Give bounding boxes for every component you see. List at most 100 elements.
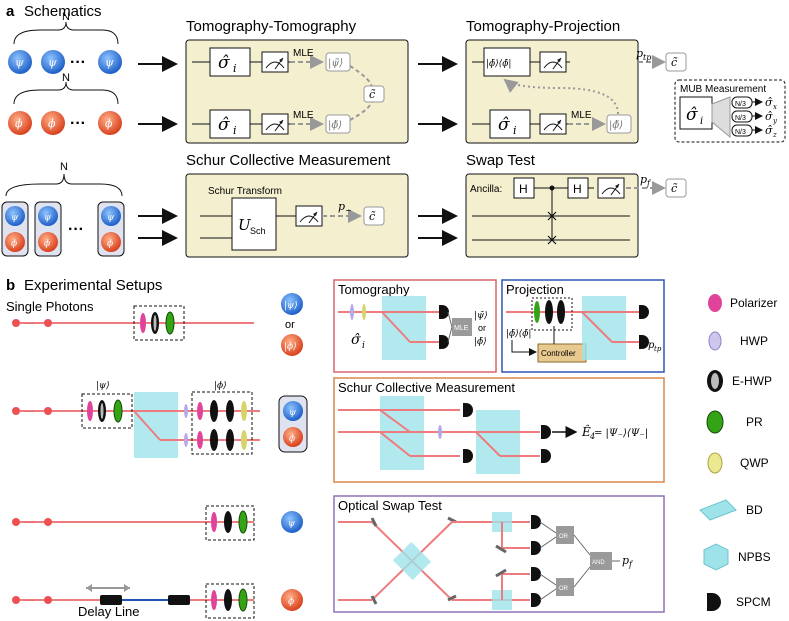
- n-third: N/3: [735, 101, 746, 108]
- delay-line-label: Delay Line: [78, 604, 139, 619]
- c-estimate: c̃: [369, 88, 376, 101]
- photon-phi: [98, 111, 122, 135]
- n-label-top: N: [62, 11, 70, 23]
- and-gate: AND: [592, 560, 605, 566]
- svg-text:···: ···: [24, 517, 34, 528]
- psi-symbol: ψ: [289, 408, 297, 418]
- phi-symbol: ϕ: [44, 239, 50, 249]
- setup-row-1: ··· |ψ⟩ or |ϕ⟩: [12, 293, 303, 356]
- photon-group-phi-top: N ϕ ϕ ϕ ···: [8, 72, 122, 135]
- pr-icon: [706, 410, 724, 434]
- projection-setup-title: Projection: [506, 282, 564, 297]
- swap-setup-box: Optical Swap Test OR OR AND: [333, 495, 665, 613]
- sigma-x: σ̂: [765, 96, 773, 109]
- e4-projector: = |Ψ₋⟩⟨Ψ₋|: [594, 428, 648, 439]
- svg-text:···: ···: [24, 406, 34, 417]
- bd-icon: [699, 499, 737, 521]
- projector: |ϕ̃⟩⟨ϕ̃|: [486, 58, 511, 69]
- phi-symbol: ϕ: [288, 597, 294, 607]
- meter-icon: [539, 51, 567, 73]
- psi-symbol: ψ: [107, 213, 115, 223]
- phi-symbol: ϕ: [289, 434, 295, 444]
- hadamard: H: [573, 182, 582, 196]
- legend-label: Polarizer: [730, 296, 777, 310]
- ellipsis: ···: [70, 115, 86, 132]
- meter-icon: [261, 51, 289, 73]
- photon-psi: [41, 50, 65, 74]
- tp-title: Tomography-Projection: [466, 18, 620, 35]
- u-sch-sub: Sch: [250, 226, 266, 236]
- c-output-box: [363, 85, 385, 103]
- hadamard: H: [519, 182, 528, 196]
- sigma-z: σ̂: [765, 124, 773, 137]
- hwp-icon: [708, 331, 722, 351]
- n-third: N/3: [735, 129, 746, 136]
- npbs-icon: [703, 543, 729, 571]
- psi-symbol: ψ: [15, 56, 24, 69]
- legend-label: BD: [746, 503, 763, 517]
- tomography-setup-box: Tomography σ̂ i MLE |ψ̃⟩ or |ϕ̃⟩: [333, 279, 497, 373]
- or-label: or: [478, 323, 486, 333]
- n-label-bottom: N: [60, 161, 68, 173]
- phi-estimate: |ϕ̃⟩: [328, 120, 342, 131]
- or-gate: OR: [559, 586, 569, 592]
- setup-row-2: ··· |ψ⟩ |ϕ⟩ ψ ϕ: [12, 381, 308, 458]
- photon-phi: [41, 111, 65, 135]
- legend-label: PR: [746, 415, 763, 429]
- mle-label: MLE: [293, 48, 314, 59]
- swap-box: Ancilla: H H: [465, 173, 639, 258]
- p-tp-label: p: [636, 47, 643, 60]
- single-photons-label: Single Photons: [6, 299, 94, 314]
- panel-b-letter: b: [6, 277, 15, 294]
- schur-setup-box: Schur Collective Measurement Ê 4 = |Ψ₋⟩⟨…: [333, 377, 665, 483]
- e4-sub: 4: [589, 432, 595, 441]
- sigma-subscript: i: [362, 341, 365, 351]
- or-label: or: [285, 319, 295, 331]
- mub-title: MUB Measurement: [680, 84, 766, 95]
- mub-measurement-box: MUB Measurement σ̂ i N/3 N/3 N/3 σ̂ x σ̂…: [674, 79, 786, 143]
- schur-box: Schur Transform U Sch p − c̃: [185, 173, 409, 258]
- c-estimate: c̃: [671, 182, 678, 195]
- legend: Polarizer HWP E-HWP PR QWP BD NPBS SPCM: [699, 294, 777, 611]
- phi-estimate: |ϕ̃⟩: [474, 336, 487, 347]
- ket-phi: |ϕ⟩: [284, 342, 297, 352]
- c-estimate: c̃: [369, 210, 376, 223]
- swap-title: Swap Test: [466, 152, 536, 169]
- p-f-sub: f: [646, 179, 652, 188]
- phi-symbol: ϕ: [15, 117, 23, 130]
- meter-icon: [597, 177, 625, 199]
- photon-psi: [8, 50, 32, 74]
- sigma-subscript: i: [233, 62, 237, 75]
- panel-a-letter: a: [6, 3, 15, 20]
- sigma-subscript: i: [513, 124, 517, 137]
- n-third: N/3: [735, 115, 746, 122]
- sigma-operator: σ̂: [498, 115, 510, 135]
- legend-label: HWP: [740, 334, 768, 348]
- projector: |ϕ̃⟩⟨ϕ̃|: [506, 328, 531, 339]
- or-gate: OR: [559, 534, 569, 540]
- sigma-subscript: i: [700, 116, 703, 127]
- p-f-sub: f: [628, 560, 634, 569]
- phi-symbol: ϕ: [105, 117, 113, 130]
- sigma-y: σ̂: [765, 110, 773, 123]
- ellipsis: ···: [70, 54, 86, 71]
- sigma-y-sub: y: [772, 117, 778, 125]
- legend-label: NPBS: [738, 550, 771, 564]
- swap-setup-title: Optical Swap Test: [338, 498, 442, 513]
- mle-box: MLE: [454, 325, 469, 332]
- svg-text:···: ···: [24, 595, 34, 606]
- p-f-label: p: [640, 173, 647, 186]
- tt-title: Tomography-Tomography: [186, 18, 357, 35]
- photon-pair-group: N ψ ψ ψ ϕ ϕ ϕ ···: [1, 161, 125, 257]
- panel-b-title: Experimental Setups: [24, 277, 162, 294]
- tt-box: σ̂ i σ̂ i MLE MLE |ψ̃⟩ |ϕ̃⟩: [185, 39, 409, 144]
- photon-psi: [98, 50, 122, 74]
- ellipsis: ···: [68, 221, 84, 238]
- projection-setup-box: Projection |ϕ̃⟩⟨ϕ̃| Controller p tp: [501, 279, 665, 373]
- phi-estimate: |ϕ̃⟩: [609, 120, 623, 131]
- schur-setup-title: Schur Collective Measurement: [338, 380, 515, 395]
- ket-phi-label: |ϕ⟩: [214, 381, 227, 391]
- meter-icon: [539, 113, 567, 135]
- psi-estimate: |ψ̃⟩: [328, 58, 343, 69]
